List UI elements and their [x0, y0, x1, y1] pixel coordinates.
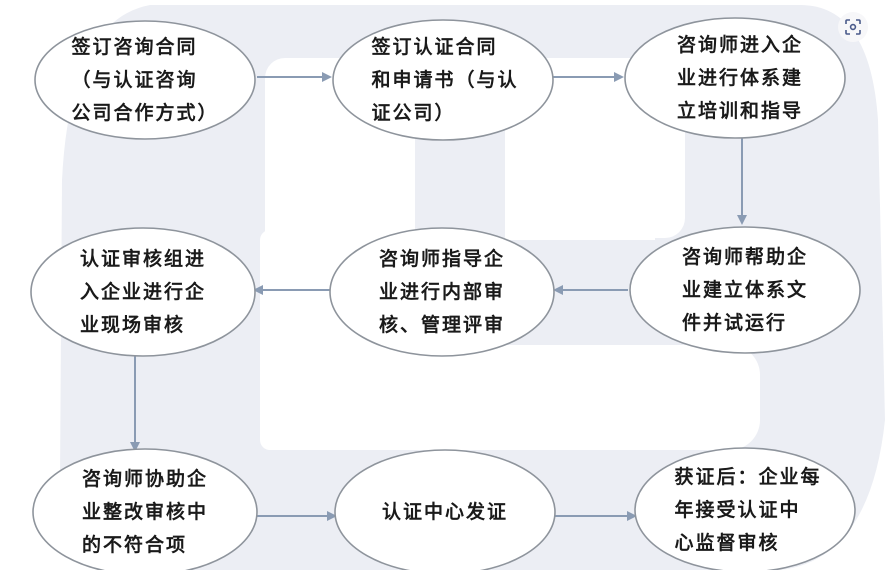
node-label: 咨询师协助企 业整改审核中 的不符合项 [81, 467, 208, 556]
image-scan-button[interactable] [838, 12, 868, 42]
node-label: 咨询师指导企 业进行内部审 核、管理评审 [378, 247, 505, 336]
node-label: 咨询师进入企 业进行体系建 立培训和指导 [676, 33, 803, 122]
node-label: 咨询师帮助企 业建立体系文 件并试运行 [681, 245, 808, 334]
node-build-system-docs: 咨询师帮助企 业建立体系文 件并试运行 [645, 240, 845, 340]
node-consultant-training: 咨询师进入企 业进行体系建 立培训和指导 [640, 28, 840, 128]
node-label: 认证中心发证 [381, 500, 508, 523]
node-sign-certification-contract: 签订认证合同 和申请书（与认 证公司） [345, 30, 545, 130]
node-annual-surveillance: 获证后：企业每 年接受认证中 心监督审核 [648, 460, 848, 560]
node-label: 获证后：企业每 年接受认证中 心监督审核 [674, 465, 822, 554]
node-label: 认证审核组进 入企业进行企 业现场审核 [79, 247, 206, 336]
node-certificate-issued: 认证中心发证 [345, 462, 545, 562]
node-label: 签订认证合同 和申请书（与认 证公司） [371, 35, 519, 124]
image-scan-icon [845, 19, 861, 35]
flow-ellipses [30, 17, 861, 570]
flow-arrows [130, 72, 747, 521]
node-sign-consulting-contract: 签订咨询合同 （与认证咨询 公司合作方式） [45, 30, 245, 130]
node-internal-audit-review: 咨询师指导企 业进行内部审 核、管理评审 [342, 242, 542, 342]
node-rectify-nonconformities: 咨询师协助企 业整改审核中 的不符合项 [45, 462, 245, 562]
node-label: 签订咨询合同 （与认证咨询 公司合作方式） [71, 35, 219, 124]
node-onsite-audit: 认证审核组进 入企业进行企 业现场审核 [43, 242, 243, 342]
